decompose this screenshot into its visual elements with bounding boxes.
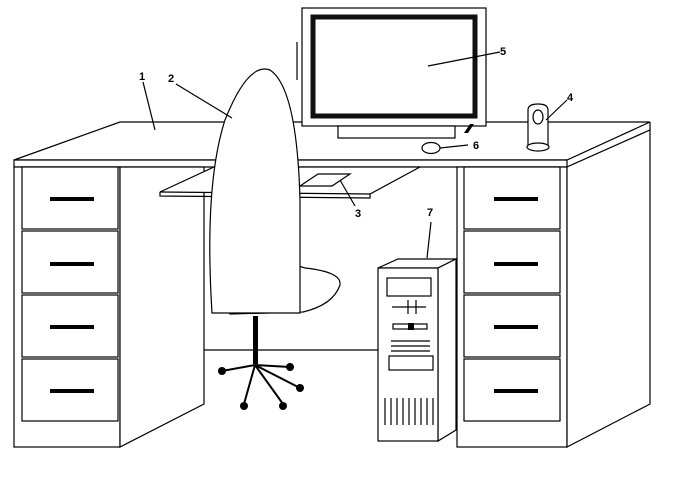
leader-2 — [175, 83, 233, 119]
left-drawer-handle-3 — [50, 325, 94, 329]
tower-front — [377, 267, 439, 442]
chair-wheel — [240, 402, 248, 410]
right-drawer-4 — [463, 358, 561, 422]
tower-slots — [392, 300, 426, 314]
leader-5 — [427, 51, 501, 67]
tower-vents — [391, 340, 430, 352]
monitor-screen — [310, 14, 478, 119]
label-5: 5 — [500, 46, 506, 58]
monitor-stand — [337, 125, 456, 139]
right-drawer-handle-3 — [494, 325, 538, 329]
left-drawer-handle-2 — [50, 262, 94, 266]
desk — [13, 121, 651, 168]
speaker-base — [526, 142, 550, 152]
right-pedestal — [456, 129, 651, 448]
chair-backrest — [209, 68, 301, 314]
tower-grille — [384, 398, 434, 425]
left-drawer-handle-4 — [50, 389, 94, 393]
pc-tower — [377, 258, 457, 443]
monitor-logo — [464, 124, 474, 133]
label-2: 2 — [168, 73, 174, 85]
chair-wheel — [279, 402, 287, 410]
chair — [209, 68, 341, 410]
leader-6 — [439, 144, 469, 149]
callout-lines — [142, 51, 568, 259]
tower-side — [437, 258, 457, 443]
left-pedestal — [13, 166, 205, 448]
desk-top-surface — [13, 121, 651, 161]
chair-legs — [221, 364, 301, 405]
chair-wheel — [296, 384, 304, 392]
right-drawer-handle-2 — [494, 262, 538, 266]
chair-wheel — [286, 363, 294, 371]
label-7: 7 — [427, 207, 433, 219]
monitor — [296, 7, 487, 139]
right-pedestal-side — [566, 129, 651, 448]
tower-button — [408, 323, 414, 330]
keyboard — [298, 173, 352, 187]
label-6: 6 — [473, 140, 479, 152]
label-4: 4 — [567, 92, 574, 104]
speaker-cone — [532, 109, 544, 125]
leader-1 — [142, 81, 156, 131]
leader-4 — [545, 99, 568, 121]
speaker — [526, 103, 550, 152]
tower-drive-bay — [386, 277, 432, 297]
chair-stem — [253, 316, 258, 364]
left-pedestal-side — [119, 166, 205, 448]
tower-bay-cover — [388, 355, 434, 371]
left-drawer-handle-1 — [50, 197, 94, 201]
right-drawer-handle-1 — [494, 197, 538, 201]
callout-labels: 1 2 3 4 5 6 7 — [139, 46, 574, 220]
chair-wheel — [218, 367, 226, 375]
label-1: 1 — [139, 71, 145, 83]
right-drawer-handle-4 — [494, 389, 538, 393]
leader-3 — [339, 179, 356, 207]
mouse — [421, 141, 441, 155]
label-3: 3 — [355, 208, 361, 220]
leader-7 — [426, 221, 432, 259]
